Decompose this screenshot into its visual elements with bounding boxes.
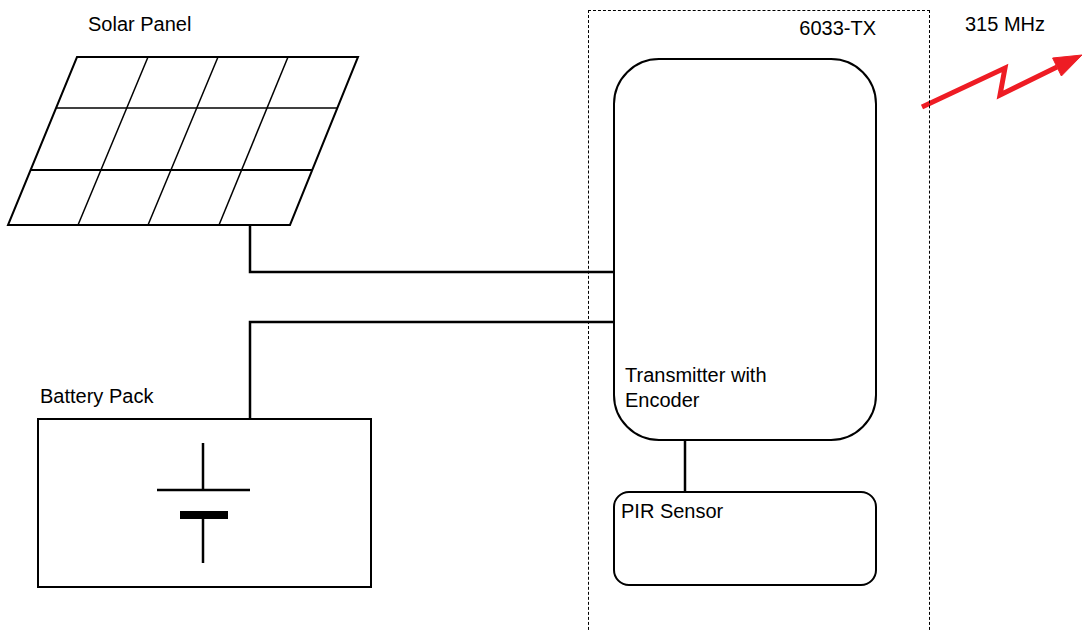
- solar-panel: Solar Panel: [8, 12, 358, 225]
- node-label: Solar Panel: [88, 12, 191, 37]
- node-label: PIR Sensor: [621, 499, 723, 524]
- solar-panel-illustration: [8, 57, 358, 225]
- device-enclosure: 6033-TX Transmitter with EncoderPIR Senso…: [588, 10, 930, 631]
- node-label: Transmitter with Encoder: [625, 363, 775, 413]
- rf-signal-arrow: [922, 55, 1082, 107]
- transmitter-box: Transmitter with Encoder: [613, 58, 877, 441]
- pir-sensor-box: PIR Sensor: [613, 491, 877, 586]
- battery-pack-box: Battery Pack: [37, 418, 372, 588]
- node-label: Battery Pack: [40, 384, 153, 409]
- wire: [684, 441, 687, 491]
- battery-symbol: [157, 443, 250, 563]
- node-label: 6033-TX: [799, 16, 876, 41]
- wire: [250, 225, 613, 272]
- wire: [250, 322, 613, 418]
- frequency-label: 315 MHz: [965, 12, 1045, 37]
